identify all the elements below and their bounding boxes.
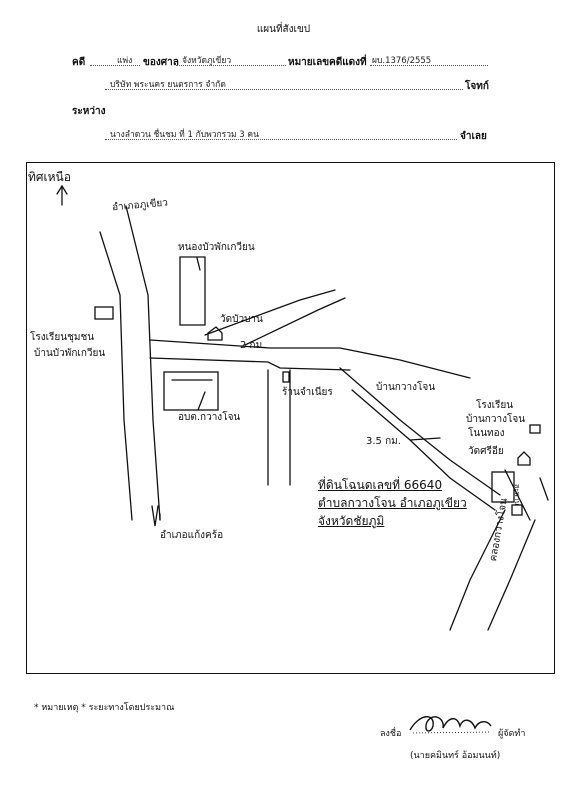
amphoe-kaengkhro: อำเภอแก้งคร้อ	[160, 530, 224, 541]
case-dots	[90, 65, 140, 66]
school-box-left	[94, 306, 114, 320]
ban-kwangjon-label: บ้านกวางโจน	[376, 382, 436, 393]
road-left-outer	[99, 231, 133, 521]
temple-marker	[207, 326, 223, 341]
canal-top-2	[539, 477, 549, 501]
distance-3-5km: 3.5 กม.	[366, 436, 401, 447]
shop-label: ร้านจำเนียร	[282, 387, 333, 398]
bridge-marker	[511, 504, 523, 516]
school-label-1: โรงเรียนชุมชน	[30, 332, 95, 343]
court-dots	[176, 65, 286, 66]
road-diag-bottom	[244, 297, 346, 346]
school-right-3: โนนทอง	[468, 428, 505, 439]
red-no-dots	[370, 65, 488, 66]
canal-top	[504, 469, 531, 521]
north-label: ทิศเหนือ	[28, 170, 71, 184]
temple-right-marker	[517, 451, 531, 466]
court-label: ของศาล	[143, 57, 179, 68]
school-right-1: โรงเรียน	[476, 400, 514, 411]
signature	[409, 716, 492, 734]
court-value: จังหวัดภูเขียว	[182, 56, 232, 66]
land-line-1: ที่ดินโฉนดเลขที่ 66640	[318, 478, 443, 492]
shop-marker	[282, 371, 290, 383]
red-no-label: หมายเลขคดีแดงที่	[288, 57, 367, 68]
land-plot	[491, 471, 515, 503]
temple-right-label: วัดศรีอีย	[468, 446, 504, 457]
obt-box	[163, 371, 219, 411]
land-line-2: ตำบลกวางโจน อำเภอภูเขียว	[318, 496, 467, 510]
school-right-marker	[529, 424, 541, 434]
road-diag-top	[204, 289, 336, 336]
bridge-label: สะพาน	[513, 484, 521, 506]
temple-label: วัดบัวบาน	[220, 314, 263, 325]
road-long-top	[339, 367, 501, 496]
signer-name: (นายคมินทร์ อ้อมนนท์)	[410, 751, 501, 761]
defendant-value: นางลำดวน ชื่นชม ที่ 1 กับพวกรวม 3 คน	[110, 130, 259, 140]
land-line-3: จังหวัดชัยภูมิ	[318, 514, 385, 528]
footer-note: * หมายเหตุ * ระยะทางโดยประมาณ	[34, 703, 175, 713]
road-main-bottom	[149, 357, 351, 371]
road-left-inner	[125, 205, 161, 521]
canal-right	[487, 519, 536, 631]
plaintiff-value: บริษัท พระนคร ยนตรการ จำกัด	[110, 80, 226, 90]
sign-label: ลงชื่อ	[380, 729, 402, 739]
red-no-value: ผบ.1376/2555	[372, 56, 432, 66]
maker-label: ผู้จัดทำ	[498, 729, 526, 739]
defendant-label: จำเลย	[460, 131, 487, 142]
obt-label: อบต.กวางโจน	[178, 412, 241, 423]
plaintiff-dots	[105, 89, 463, 90]
school-right-2: บ้านกวางโจน	[466, 414, 526, 425]
canal-left	[449, 509, 506, 631]
south-arrow-head	[151, 505, 159, 527]
between-label: ระหว่าง	[72, 106, 106, 117]
north-arrow-head	[56, 184, 68, 195]
school-label-2: บ้านบัวพักเกวียน	[34, 348, 106, 359]
page-title: แผนที่สังเขป	[256, 24, 311, 35]
plaintiff-label: โจทก์	[465, 81, 489, 92]
case-label: คดี	[72, 57, 86, 68]
case-type: แพ่ง	[117, 56, 133, 66]
nongbua-label: หนองบัวพักเกวียน	[178, 242, 255, 253]
defendant-dots	[105, 139, 457, 140]
distance-2km: 2 กม.	[240, 340, 266, 351]
nongbua-plot	[179, 256, 206, 326]
map-frame	[26, 162, 555, 674]
road-main-top	[149, 339, 471, 379]
road-long-bottom	[351, 389, 496, 511]
